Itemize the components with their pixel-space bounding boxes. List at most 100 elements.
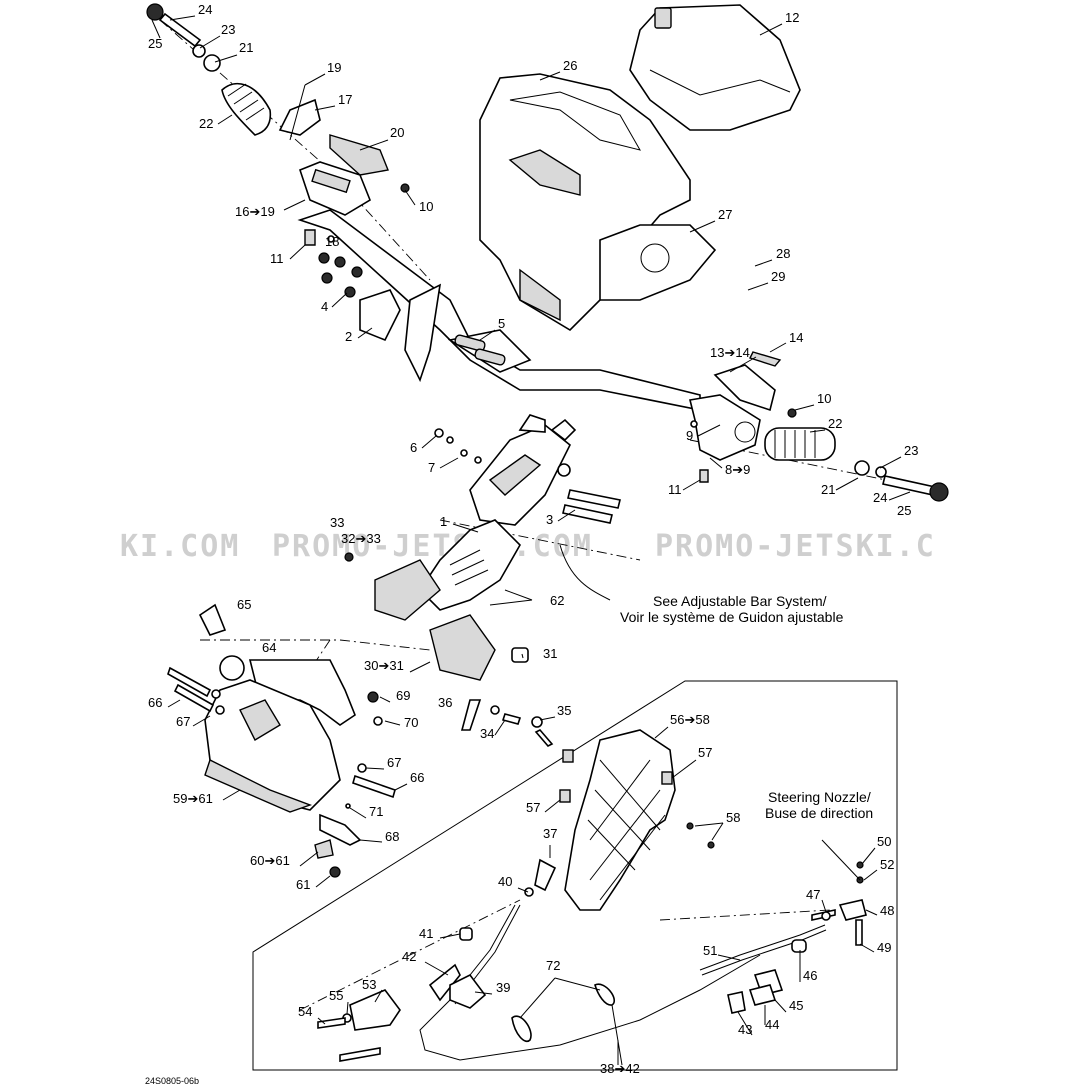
- callout-25: 25: [897, 503, 911, 518]
- callout-30-31: 30➔31: [364, 658, 404, 673]
- callout-5: 5: [498, 316, 505, 331]
- callout-3: 3: [546, 512, 553, 527]
- callout-66: 66: [410, 770, 424, 785]
- callout-35: 35: [557, 703, 571, 718]
- callout-69: 69: [396, 688, 410, 703]
- steering-column: [434, 414, 621, 526]
- callout-59-61: 59➔61: [173, 791, 213, 806]
- callout-12: 12: [785, 10, 799, 25]
- callout-64: 64: [262, 640, 276, 655]
- callout-47: 47: [806, 887, 820, 902]
- callout-28: 28: [776, 246, 790, 261]
- adjustable-bar-note-en: See Adjustable Bar System/: [653, 593, 827, 609]
- callout-18: 18: [325, 234, 339, 249]
- callout-49: 49: [877, 940, 891, 955]
- callout-61: 61: [296, 877, 310, 892]
- callout-25: 25: [148, 36, 162, 51]
- callout-55: 55: [329, 988, 343, 1003]
- callout-6: 6: [410, 440, 417, 455]
- callout-34: 34: [480, 726, 494, 741]
- left-grip-assembly: [146, 3, 410, 216]
- callout-24: 24: [198, 2, 212, 17]
- steering-shaft: [344, 519, 529, 681]
- callout-67: 67: [387, 755, 401, 770]
- handlebar: [297, 209, 701, 411]
- callout-72: 72: [546, 958, 560, 973]
- cover-27: [599, 224, 717, 301]
- adjustable-bar-note-fr: Voir le système de Guidon ajustable: [620, 609, 844, 625]
- steering-cover: [479, 73, 691, 332]
- callout-26: 26: [563, 58, 577, 73]
- callout-65: 65: [237, 597, 251, 612]
- callout-31: 31: [543, 646, 557, 661]
- callout-39: 39: [496, 980, 510, 995]
- callout-62: 62: [550, 593, 564, 608]
- callout-23: 23: [904, 443, 918, 458]
- callout-16-19: 16➔19: [235, 204, 275, 219]
- steering-nozzle-note-en: Steering Nozzle/: [768, 789, 871, 805]
- steering-nozzle-note-fr: Buse de direction: [765, 805, 873, 821]
- callout-13-14: 13➔14: [710, 345, 750, 360]
- column-hardware: [460, 699, 554, 747]
- drawing-code: 24S0805-06b: [145, 1076, 199, 1086]
- callout-43: 43: [738, 1022, 752, 1037]
- callout-56-58: 56➔58: [670, 712, 710, 727]
- watermark-center: PROMO-JETSKI.COM: [272, 529, 593, 564]
- callout-71: 71: [369, 804, 383, 819]
- steering-cable-frame: [252, 680, 898, 1071]
- watermark-left: KI.COM: [120, 529, 240, 564]
- callout-44: 44: [765, 1017, 779, 1032]
- callout-67: 67: [176, 714, 190, 729]
- callout-21: 21: [821, 482, 835, 497]
- callout-10: 10: [817, 391, 831, 406]
- callout-27: 27: [718, 207, 732, 222]
- callout-70: 70: [404, 715, 418, 730]
- glove-box-12: [629, 4, 801, 131]
- callout-68: 68: [385, 829, 399, 844]
- support-bracket: [559, 729, 715, 911]
- callout-46: 46: [803, 968, 817, 983]
- callout-36: 36: [438, 695, 452, 710]
- callout-50: 50: [877, 834, 891, 849]
- callout-24: 24: [873, 490, 887, 505]
- callout-48: 48: [880, 903, 894, 918]
- callout-51: 51: [703, 943, 717, 958]
- callout-53: 53: [362, 977, 376, 992]
- callout-9: 9: [686, 428, 693, 443]
- callout-32-33: 32➔33: [341, 531, 381, 546]
- callout-40: 40: [498, 874, 512, 889]
- steering-housing: [167, 603, 396, 878]
- callout-11: 11: [668, 482, 682, 497]
- callout-57: 57: [526, 800, 540, 815]
- callout-14: 14: [789, 330, 803, 345]
- callout-7: 7: [428, 460, 435, 475]
- callout-54: 54: [298, 1004, 312, 1019]
- callout-33: 33: [330, 515, 344, 530]
- right-grip-assembly: [689, 351, 949, 502]
- callout-37: 37: [543, 826, 557, 841]
- callout-1: 1: [440, 514, 447, 529]
- callout-41: 41: [419, 926, 433, 941]
- callout-23: 23: [221, 22, 235, 37]
- callout-4: 4: [321, 299, 328, 314]
- callout-60-61: 60➔61: [250, 853, 290, 868]
- callout-20: 20: [390, 125, 404, 140]
- callout-2: 2: [345, 329, 352, 344]
- callout-22: 22: [828, 416, 842, 431]
- callout-17: 17: [338, 92, 352, 107]
- callout-57: 57: [698, 745, 712, 760]
- bar-clamp-hardware: [304, 229, 401, 342]
- callout-29: 29: [771, 269, 785, 284]
- callout-8-9: 8➔9: [725, 462, 750, 477]
- callout-19: 19: [327, 60, 341, 75]
- callout-45: 45: [789, 998, 803, 1013]
- callout-22: 22: [199, 116, 213, 131]
- callout-58: 58: [726, 810, 740, 825]
- leader-lines: [151, 15, 911, 1066]
- callout-66: 66: [148, 695, 162, 710]
- callout-10: 10: [419, 199, 433, 214]
- watermark: KI.COM PROMO-JETSKI.COM PROMO-JETSKI.C: [120, 529, 934, 564]
- callout-38-42: 38➔42: [600, 1061, 640, 1076]
